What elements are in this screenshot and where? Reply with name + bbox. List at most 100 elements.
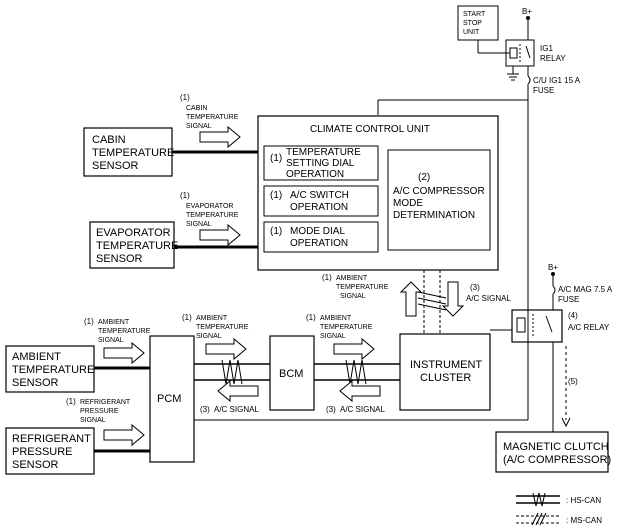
svg-text:SETTING DIAL: SETTING DIAL — [286, 158, 355, 169]
b-plus-top: B+ — [522, 7, 532, 20]
svg-text:: HS-CAN: : HS-CAN — [566, 496, 601, 505]
svg-text:MAGNETIC CLUTCH: MAGNETIC CLUTCH — [503, 441, 609, 453]
svg-text:STOP: STOP — [463, 20, 482, 27]
svg-text:TEMPERATURE: TEMPERATURE — [92, 147, 174, 159]
svg-text:(A/C COMPRESSOR): (A/C COMPRESSOR) — [503, 454, 611, 466]
svg-text:SENSOR: SENSOR — [92, 160, 139, 172]
svg-text:PCM: PCM — [157, 393, 181, 405]
ms-can-ccu-ic — [417, 270, 447, 334]
svg-text:INSTRUMENT: INSTRUMENT — [410, 359, 482, 371]
svg-text:AMBIENT: AMBIENT — [196, 315, 228, 322]
svg-text:OPERATION: OPERATION — [290, 238, 348, 249]
refrig-in-signal-label: (1) REFRIGERANT PRESSURE SIGNAL — [66, 397, 131, 424]
svg-text:TEMPERATURE: TEMPERATURE — [320, 324, 373, 331]
svg-text:TEMPERATURE: TEMPERATURE — [286, 147, 361, 158]
svg-text:(4): (4) — [568, 311, 578, 320]
svg-text:TEMPERATURE: TEMPERATURE — [96, 240, 178, 252]
svg-text:AMBIENT: AMBIENT — [320, 315, 352, 322]
svg-text:(1): (1) — [66, 397, 76, 406]
refrigerant-pressure-sensor: REFRIGERANT PRESSURE SENSOR — [5, 427, 95, 475]
ambient-pcm-bcm-label: (1) AMBIENT TEMPERATURE SIGNAL — [182, 313, 249, 340]
svg-text:A/C SIGNAL: A/C SIGNAL — [340, 405, 385, 414]
ac-mag-fuse: A/C MAG 7.5 A FUSE — [552, 285, 613, 304]
legend-hs-can: : HS-CAN — [516, 492, 601, 507]
svg-text:CLIMATE CONTROL UNIT: CLIMATE CONTROL UNIT — [310, 124, 430, 135]
evap-signal-arrow — [199, 223, 241, 247]
magnetic-clutch-box: MAGNETIC CLUTCH (A/C COMPRESSOR) — [495, 431, 611, 473]
ac-switch-box: (1) A/C SWITCH OPERATION — [263, 185, 379, 217]
svg-text:SIGNAL: SIGNAL — [340, 293, 366, 300]
ambient-to-ccu-arrow — [399, 281, 423, 317]
svg-text:(3): (3) — [470, 283, 480, 292]
svg-text:(3): (3) — [326, 405, 336, 414]
svg-text:(1): (1) — [182, 313, 192, 322]
svg-text:REFRIGERANT: REFRIGERANT — [12, 433, 91, 445]
ac-bcm-pcm-label: (3) A/C SIGNAL — [200, 405, 259, 414]
svg-text:(1): (1) — [84, 317, 94, 326]
ambient-temperature-sensor: AMBIENT TEMPERATURE SENSOR — [5, 345, 95, 393]
ac-ccu-signal-label: (3) A/C SIGNAL — [466, 283, 511, 303]
svg-text:CABIN: CABIN — [186, 105, 207, 112]
svg-text:A/C MAG 7.5 A: A/C MAG 7.5 A — [558, 285, 613, 294]
svg-text:BCM: BCM — [279, 368, 303, 380]
svg-text:TEMPERATURE: TEMPERATURE — [186, 114, 239, 121]
start-stop-unit: START STOP UNIT — [457, 5, 499, 41]
ambient-ccu-signal-label: (1) AMBIENT TEMPERATURE SIGNAL — [322, 273, 389, 300]
svg-text:SENSOR: SENSOR — [12, 459, 59, 471]
ambient-bcm-ic-label: (1) AMBIENT TEMPERATURE SIGNAL — [306, 313, 373, 340]
svg-text:IG1: IG1 — [540, 44, 553, 53]
svg-text:CLUSTER: CLUSTER — [420, 372, 471, 384]
svg-text:TEMPERATURE: TEMPERATURE — [336, 284, 389, 291]
ig1-relay: IG1 RELAY — [505, 39, 566, 67]
svg-text:SENSOR: SENSOR — [96, 253, 143, 265]
climate-control-unit: CLIMATE CONTROL UNIT (1) TEMPERATURE SET… — [257, 115, 499, 271]
ac-relay: (4) A/C RELAY — [511, 309, 610, 343]
ambient-in-arrow — [103, 341, 145, 365]
svg-text:(2): (2) — [418, 172, 430, 183]
legend-ms-can: : MS-CAN — [516, 512, 602, 526]
compressor-mode-box: (2) A/C COMPRESSOR MODE DETERMINATION — [387, 149, 491, 251]
svg-text:(1): (1) — [270, 226, 282, 237]
svg-text:TEMPERATURE: TEMPERATURE — [98, 328, 151, 335]
svg-text:PRESSURE: PRESSURE — [80, 408, 119, 415]
ac-from-ccu-arrow — [441, 281, 465, 317]
svg-text:EVAPORATOR: EVAPORATOR — [186, 203, 233, 210]
svg-text:A/C SIGNAL: A/C SIGNAL — [214, 405, 259, 414]
svg-text:A/C SWITCH: A/C SWITCH — [290, 190, 349, 201]
evaporator-temperature-sensor: EVAPORATOR TEMPERATURE SENSOR — [89, 221, 178, 269]
svg-text:B+: B+ — [548, 263, 558, 272]
svg-text:AMBIENT: AMBIENT — [98, 319, 130, 326]
cu-ig1-fuse: C/U IG1 15 A FUSE — [527, 75, 581, 95]
svg-text:(1): (1) — [322, 273, 332, 282]
temp-setting-dial-box: (1) TEMPERATURE SETTING DIAL OPERATION — [263, 145, 379, 181]
mode-dial-box: (1) MODE DIAL OPERATION — [263, 221, 379, 253]
ambient-in-signal-label: (1) AMBIENT TEMPERATURE SIGNAL — [84, 317, 151, 344]
cabin-temperature-sensor: CABIN TEMPERATURE SENSOR — [83, 127, 174, 177]
svg-text:TEMPERATURE: TEMPERATURE — [196, 324, 249, 331]
cabin-signal-arrow — [199, 125, 241, 149]
hs-can-bcm-ic — [314, 359, 400, 385]
step5-label: (5) — [568, 377, 578, 386]
svg-text:FUSE: FUSE — [558, 295, 579, 304]
legend: : HS-CAN : MS-CAN — [516, 492, 602, 526]
svg-text:(1): (1) — [180, 191, 190, 200]
svg-text:START: START — [463, 11, 486, 18]
ambient-pcm-bcm-arrow — [205, 337, 247, 361]
hs-can-pcm-bcm — [194, 359, 270, 385]
step5-arrow — [561, 417, 571, 428]
svg-text:(1): (1) — [270, 190, 282, 201]
ambient-bcm-ic-arrow — [333, 337, 375, 361]
svg-text:RELAY: RELAY — [540, 54, 566, 63]
svg-text:FUSE: FUSE — [533, 86, 554, 95]
svg-text:REFRIGERANT: REFRIGERANT — [80, 399, 131, 406]
svg-text:PRESSURE: PRESSURE — [12, 446, 73, 458]
svg-text:DETERMINATION: DETERMINATION — [393, 210, 475, 221]
svg-text:SENSOR: SENSOR — [12, 377, 59, 389]
svg-text:AMBIENT: AMBIENT — [12, 351, 61, 363]
svg-text:: MS-CAN: : MS-CAN — [566, 516, 602, 525]
evap-signal-label: (1) EVAPORATOR TEMPERATURE SIGNAL — [180, 191, 239, 228]
ac-ic-bcm-label: (3) A/C SIGNAL — [326, 405, 385, 414]
svg-text:A/C SIGNAL: A/C SIGNAL — [466, 294, 511, 303]
svg-text:SIGNAL: SIGNAL — [196, 333, 222, 340]
